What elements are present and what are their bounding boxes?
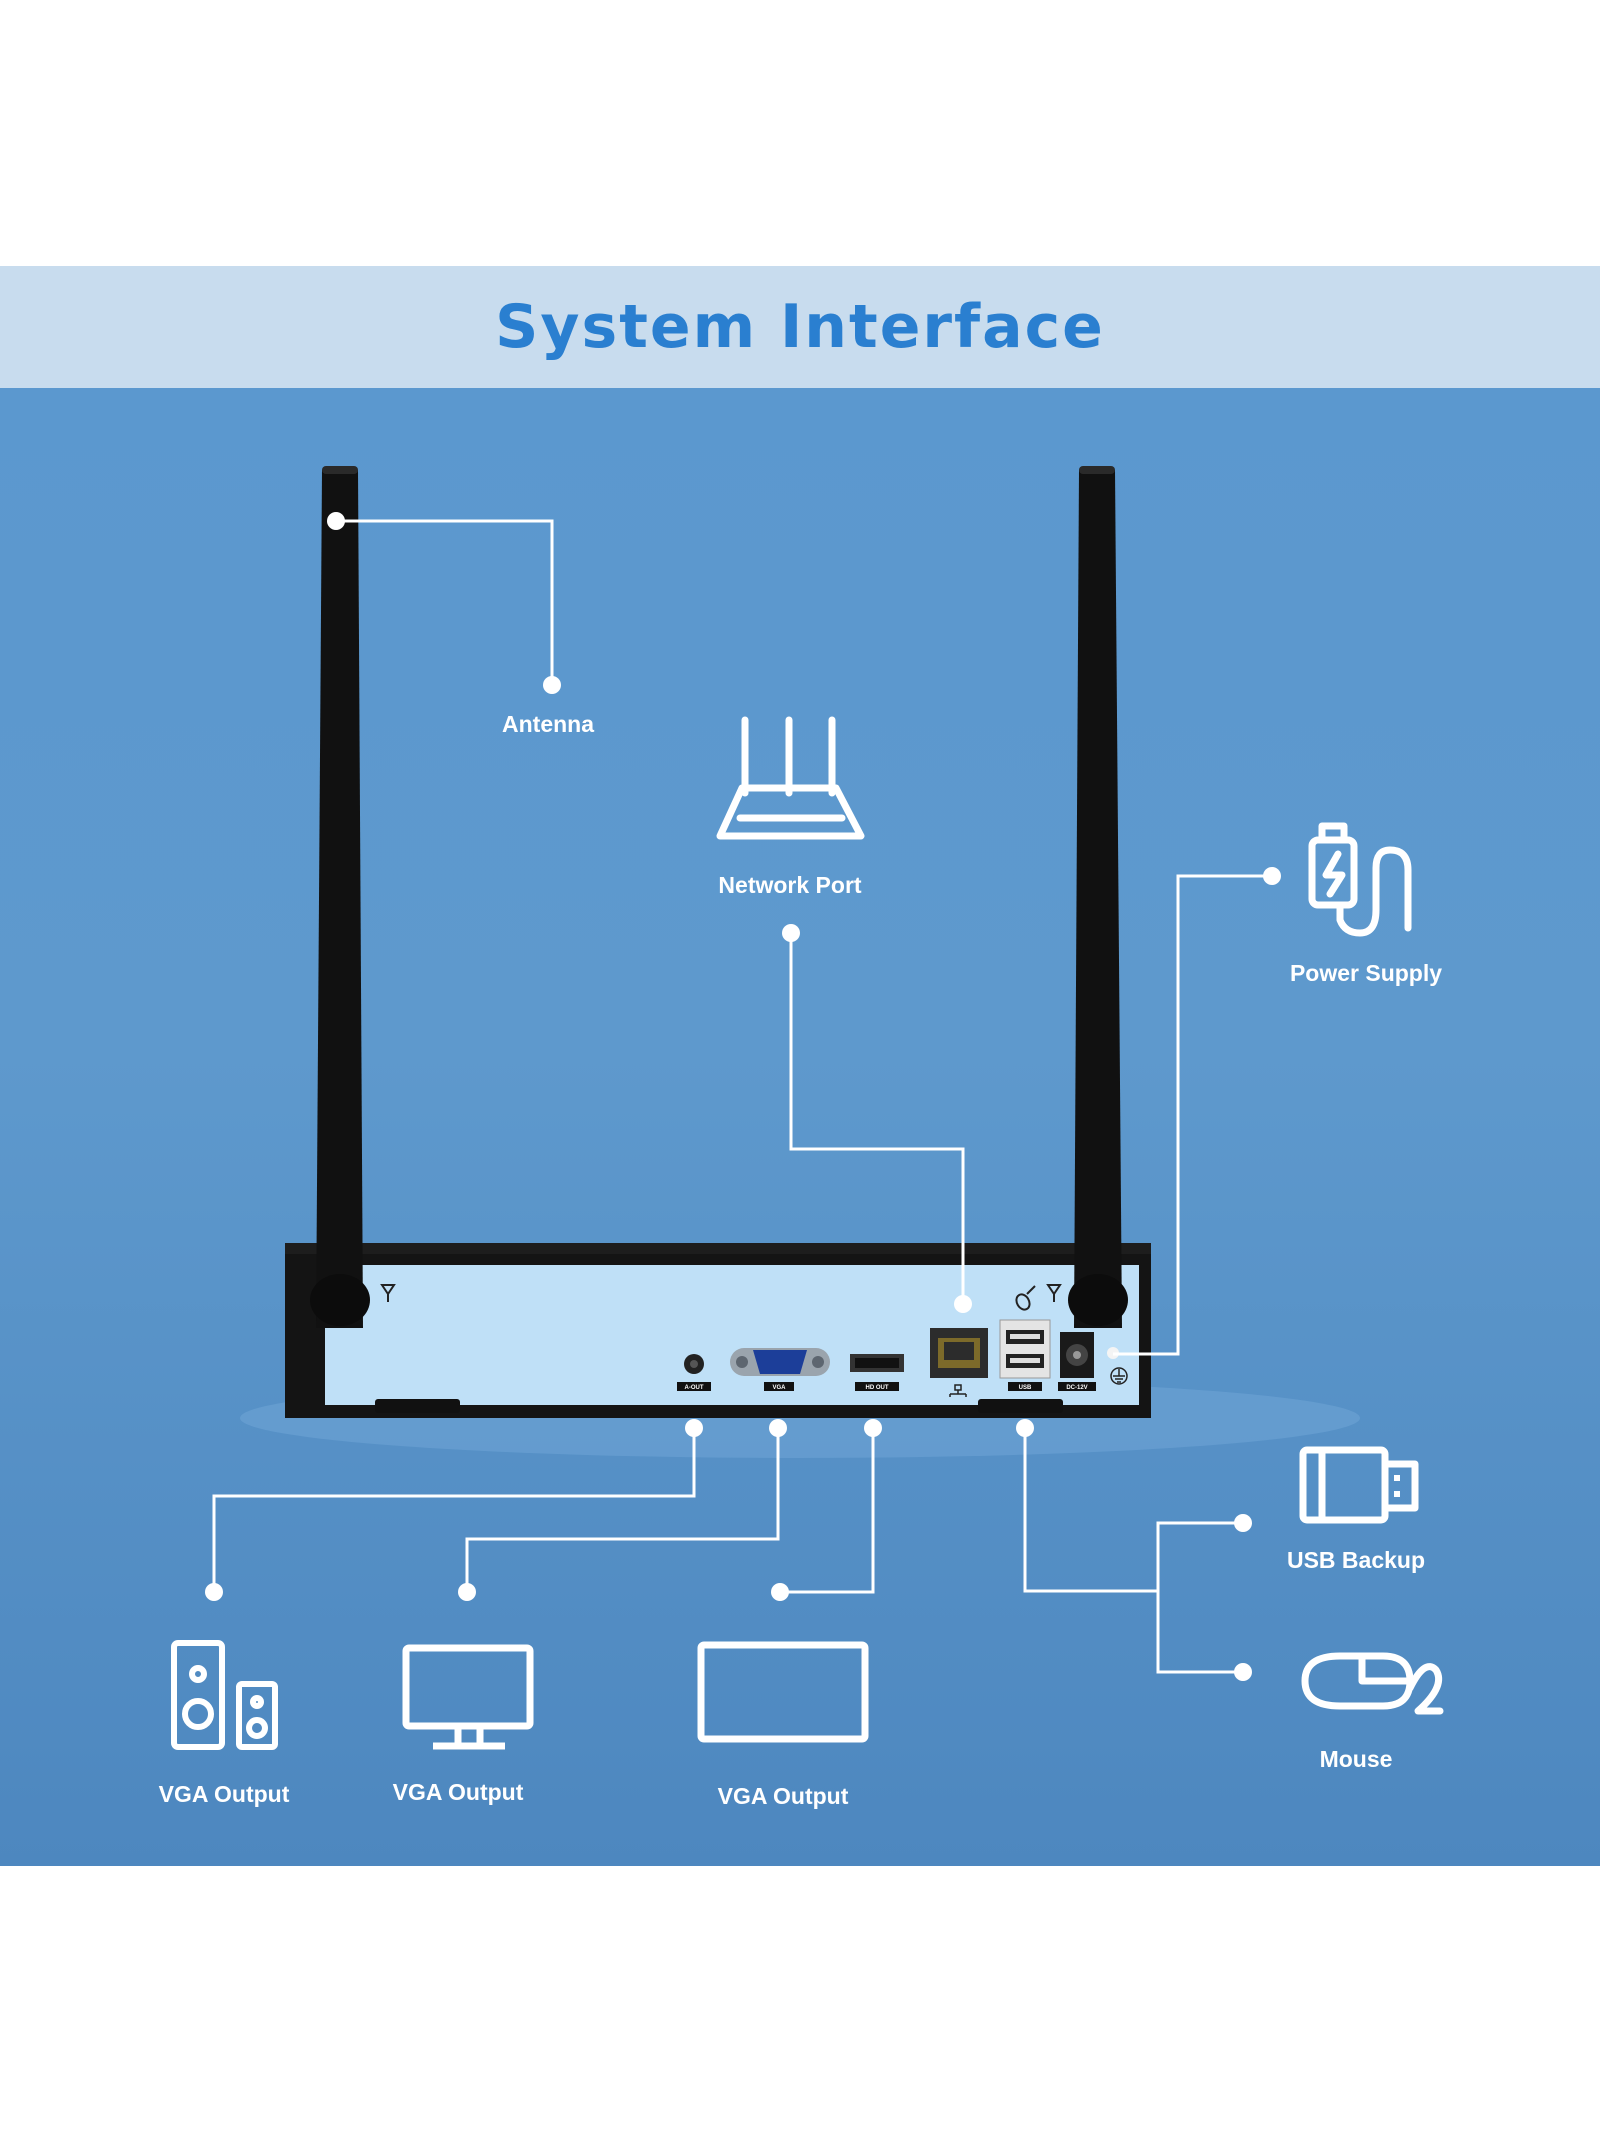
screen-output-label: VGA Output	[717, 1783, 849, 1809]
power-supply-label: Power Supply	[1289, 960, 1443, 986]
usb-drive-icon	[1299, 1446, 1419, 1524]
device-foot-left	[375, 1399, 460, 1413]
dc-port-label: DC-12V	[1066, 1385, 1087, 1391]
antenna-right	[1068, 466, 1128, 1328]
nvr-device: A-OUT VGA HD OUT	[285, 1243, 1151, 1418]
diagram-canvas: A-OUT VGA HD OUT	[171, 466, 1444, 1750]
usb-port-label: USB	[1019, 1385, 1032, 1391]
charger-icon	[1308, 822, 1412, 937]
speaker-icon	[171, 1640, 278, 1750]
mouse-label: Mouse	[1319, 1746, 1393, 1772]
speaker-output-label: VGA Output	[158, 1781, 290, 1807]
aout-port-label: A-OUT	[685, 1385, 704, 1391]
monitor-icon	[402, 1644, 534, 1750]
hdmi-port-label: HD OUT	[866, 1385, 889, 1391]
usb-ports: USB	[999, 1319, 1051, 1391]
diagram-panel: A-OUT VGA HD OUT	[0, 388, 1600, 1866]
network-symbol-icon	[949, 1384, 967, 1397]
mouse-leader	[1156, 1591, 1243, 1674]
mouse-port-symbol-icon	[1015, 1285, 1036, 1311]
header-band: System Interface	[0, 266, 1600, 388]
speaker-leader	[212, 1428, 696, 1592]
screen-leader	[780, 1428, 875, 1594]
vga-port-label: VGA	[772, 1385, 786, 1391]
device-foot-right	[978, 1399, 1063, 1413]
hdmi-port: HD OUT	[850, 1354, 904, 1391]
usb-backup-label: USB Backup	[1286, 1547, 1426, 1573]
antenna-label: Antenna	[502, 711, 594, 737]
lan-port	[930, 1328, 988, 1397]
monitor-output-label: VGA Output	[392, 1779, 524, 1805]
antenna-leader	[336, 519, 554, 685]
aout-port: A-OUT	[677, 1354, 711, 1391]
dc-port: DC-12V	[1058, 1332, 1096, 1391]
router-icon	[716, 716, 865, 840]
vga-port: VGA	[730, 1348, 830, 1391]
leader-dots	[205, 512, 1281, 1681]
monitor-leader	[465, 1428, 780, 1592]
antenna-symbol-icon	[380, 1284, 1062, 1302]
leader-lines	[212, 519, 1272, 1674]
screen-icon	[697, 1641, 869, 1743]
ground-symbol-icon	[1110, 1367, 1128, 1385]
power-leader	[1113, 874, 1272, 1356]
page-title: System Interface	[495, 292, 1105, 362]
network-port-label: Network Port	[718, 872, 862, 898]
mouse-icon	[1301, 1652, 1444, 1715]
antenna-left	[310, 466, 370, 1328]
network-leader	[789, 933, 965, 1304]
